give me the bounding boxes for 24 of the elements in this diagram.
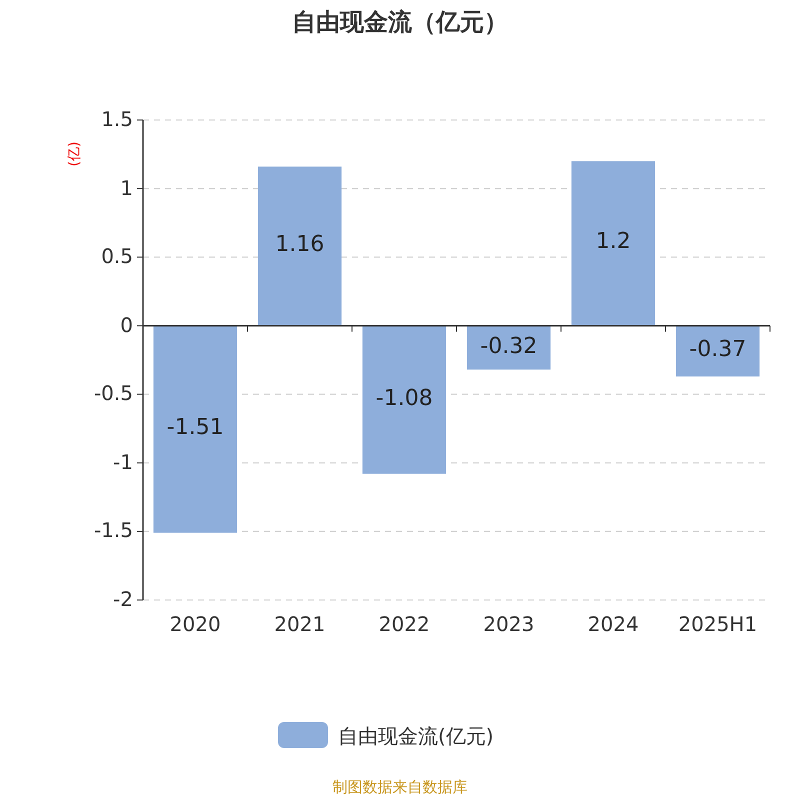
y-tick-label: 0: [120, 312, 133, 337]
data-label: -0.37: [688, 337, 748, 362]
y-axis-label: (亿): [65, 142, 84, 166]
data-label: -1.51: [166, 415, 225, 440]
source-note: 制图数据来自数据库: [332, 778, 468, 797]
x-tick-label: 2025H1: [677, 612, 758, 636]
y-tick-label: 1: [120, 176, 133, 200]
data-label: -0.32: [479, 334, 538, 359]
y-tick-label: -1.5: [94, 518, 133, 542]
data-label: -1.08: [374, 386, 434, 411]
x-tick-label: 2022: [378, 612, 431, 636]
x-tick-label: 2021: [273, 612, 326, 636]
x-tick-label: 2023: [482, 612, 536, 636]
x-tick-label: 2024: [586, 612, 640, 636]
x-tick-label: 2020: [168, 612, 222, 636]
y-tick-label: -0.5: [94, 381, 133, 406]
y-tick-label: 0.5: [101, 244, 133, 268]
y-tick-label: -1: [113, 450, 133, 474]
chart-title: 自由现金流（亿元）: [291, 7, 509, 38]
data-label: 1.16: [274, 232, 326, 258]
data-label: 1.2: [594, 229, 632, 254]
y-tick-label: -2: [113, 587, 133, 611]
y-tick-label: 1.5: [101, 107, 133, 131]
legend-label: 自由现金流(亿元): [338, 723, 494, 750]
